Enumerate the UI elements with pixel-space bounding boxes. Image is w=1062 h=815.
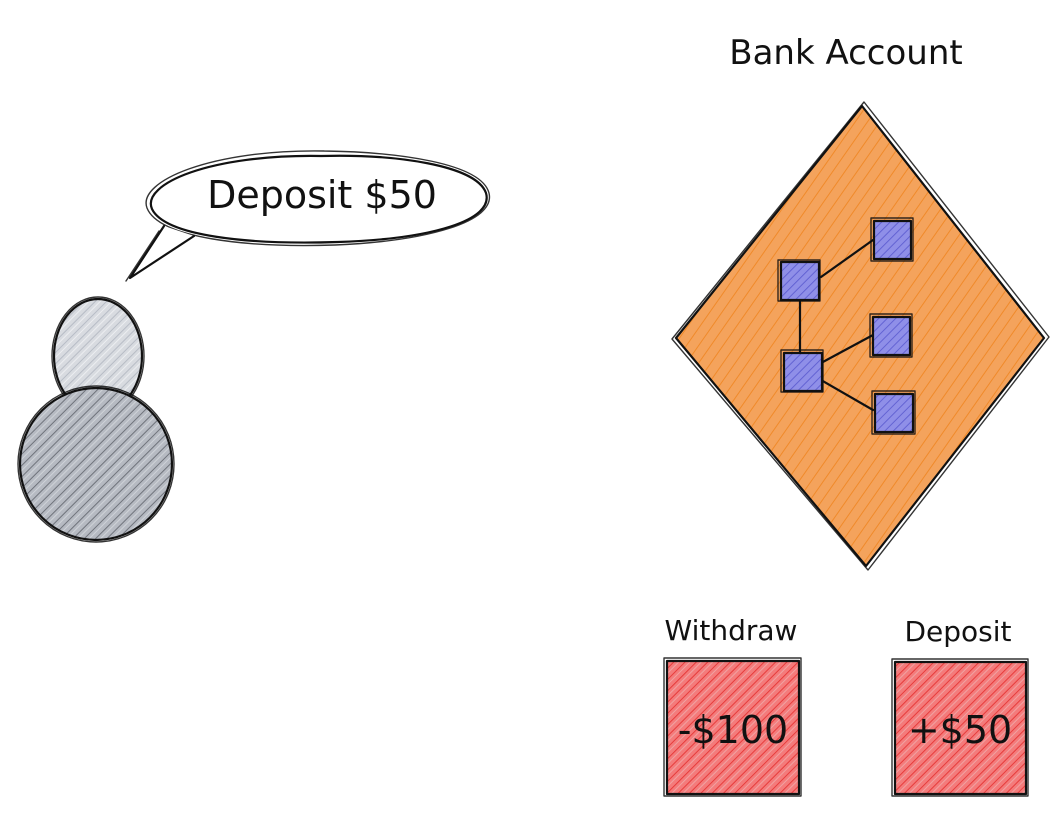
deposit-label: Deposit	[904, 615, 1011, 648]
graph-node-3	[782, 351, 824, 393]
account-graph	[777, 217, 916, 435]
person-icon	[17, 296, 175, 543]
withdraw-action: Withdraw -$100	[663, 614, 802, 797]
speech-bubble: Deposit $50	[125, 150, 491, 282]
speech-text: Deposit $50	[207, 173, 437, 217]
graph-node-4	[871, 315, 912, 357]
graph-node-5	[873, 392, 915, 434]
graph-node-2	[872, 219, 913, 261]
graph-node-1	[779, 260, 821, 302]
withdraw-amount: -$100	[678, 708, 788, 752]
deposit-action: Deposit +$50	[891, 615, 1029, 797]
deposit-amount: +$50	[908, 708, 1012, 752]
withdraw-label: Withdraw	[665, 614, 798, 647]
bank-account-diamond	[671, 101, 1050, 571]
page-title: Bank Account	[729, 33, 962, 73]
